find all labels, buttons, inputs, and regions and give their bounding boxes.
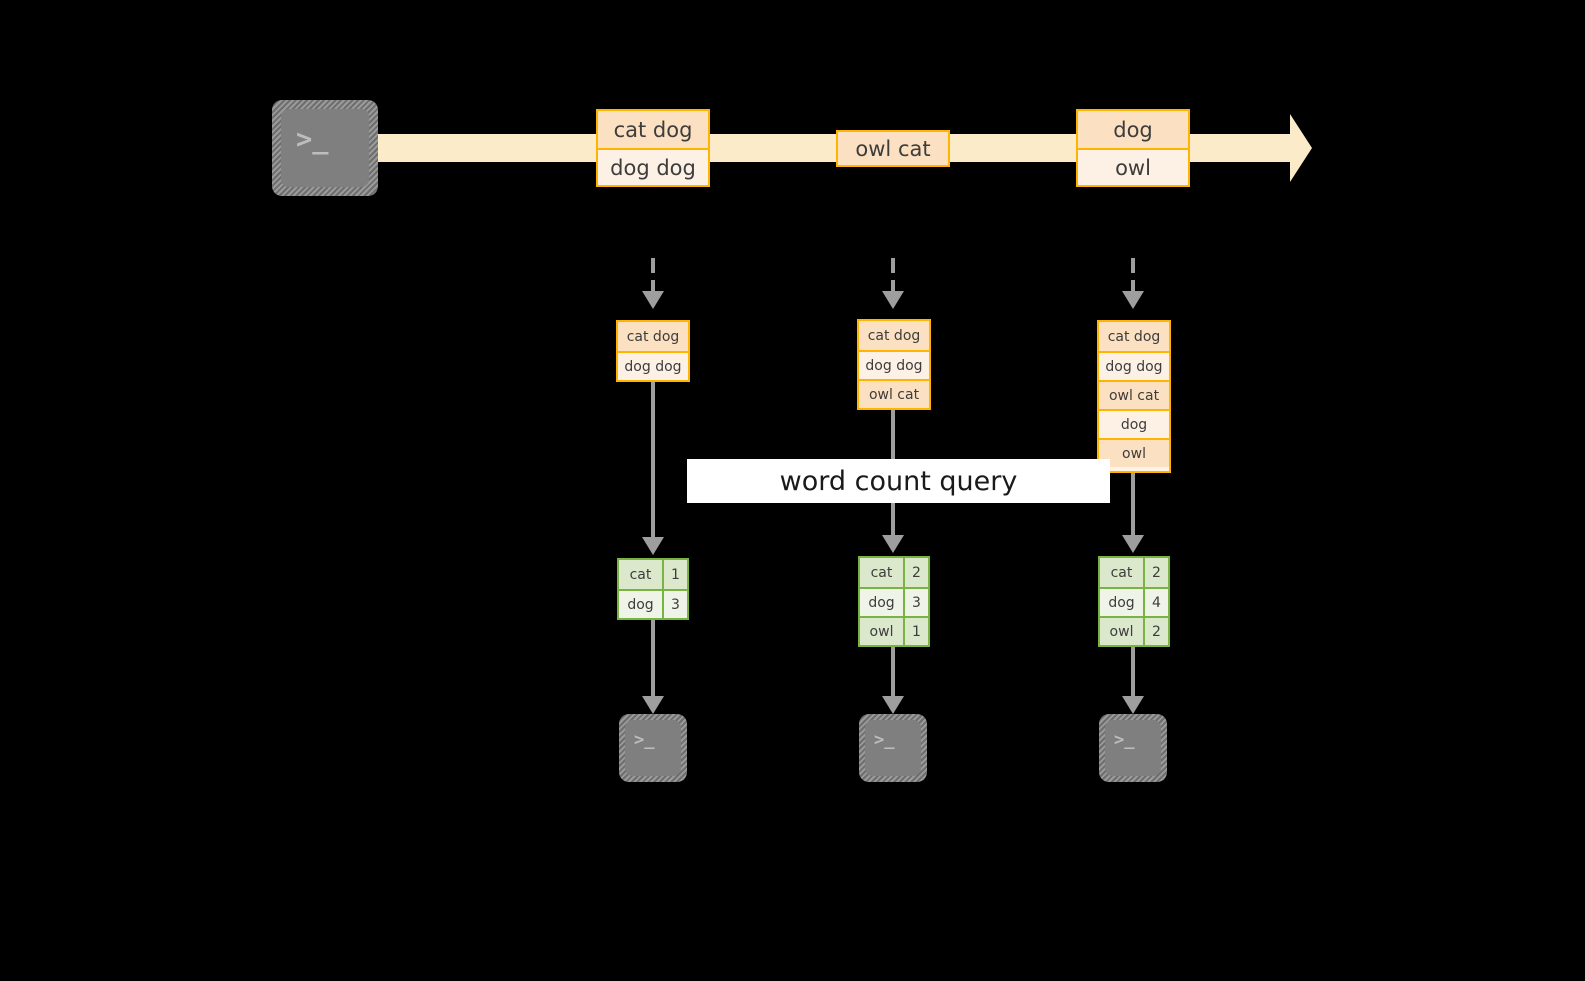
terminal-screen [625,720,681,776]
stream-record: dog dog [598,148,708,185]
result-word: owl [1100,618,1145,645]
dashed-down-arrow-icon [1131,258,1135,298]
accumulated-record: cat dog [859,321,929,350]
stream-record: cat dog [598,111,708,148]
accumulated-records-1: cat dog dog dog [616,320,690,382]
result-count: 2 [1145,618,1168,645]
sink-terminal-icon-1: >_ [619,714,687,782]
sink-arrow-1 [651,620,655,696]
result-row: owl 2 [1100,616,1168,645]
query-arrow-head-1-icon [642,537,664,555]
accumulated-record: cat dog [618,322,688,351]
accumulated-records-3: cat dog dog dog owl cat dog owl [1097,320,1171,473]
result-count: 4 [1145,589,1168,616]
query-arrow-3 [1131,473,1135,535]
accumulated-record: dog [1099,409,1169,438]
source-terminal-icon: >_ [272,100,378,196]
query-arrow-head-3-icon [1122,535,1144,553]
right-arrow-icon [1290,114,1312,182]
accumulated-record: owl cat [859,379,929,408]
dashed-down-arrow-icon [651,258,655,298]
result-row: dog 4 [1100,587,1168,616]
stream-batch-2: owl cat [836,130,950,167]
result-table-1: cat 1 dog 3 [617,558,689,620]
result-word: cat [619,560,664,589]
result-row: cat 1 [619,560,687,589]
terminal-prompt-glyph: >_ [1114,730,1135,750]
query-arrow-head-2-icon [882,535,904,553]
accumulated-record: owl [1099,438,1169,467]
result-count: 3 [664,591,687,618]
terminal-prompt-glyph: >_ [296,124,329,155]
result-row: owl 1 [860,616,928,645]
stream-record: dog [1078,111,1188,148]
result-word: cat [1100,558,1145,587]
accumulated-record: cat dog [1099,322,1169,351]
sink-terminal-icon-3: >_ [1099,714,1167,782]
dashed-down-arrow-head-icon [642,291,664,309]
terminal-prompt-glyph: >_ [874,730,895,750]
result-row: dog 3 [619,589,687,618]
sink-terminal-icon-2: >_ [859,714,927,782]
query-label: word count query [687,459,1110,503]
stream-batch-1: cat dog dog dog [596,109,710,187]
accumulated-records-2: cat dog dog dog owl cat [857,319,931,410]
result-count: 3 [905,589,928,616]
terminal-screen [1105,720,1161,776]
terminal-screen [865,720,921,776]
stream-record: owl [1078,148,1188,185]
result-count: 1 [905,618,928,645]
stream-batch-3: dog owl [1076,109,1190,187]
sink-arrow-head-1-icon [642,696,664,714]
dashed-down-arrow-head-icon [882,291,904,309]
result-word: dog [1100,589,1145,616]
sink-arrow-head-3-icon [1122,696,1144,714]
sink-arrow-2 [891,647,895,696]
result-word: owl [860,618,905,645]
accumulated-record: dog dog [859,350,929,379]
result-count: 2 [1145,558,1168,587]
result-count: 1 [664,560,687,589]
result-count: 2 [905,558,928,587]
sink-arrow-head-2-icon [882,696,904,714]
result-word: cat [860,558,905,587]
dashed-down-arrow-head-icon [1122,291,1144,309]
result-row: cat 2 [860,558,928,587]
result-row: dog 3 [860,587,928,616]
dashed-down-arrow-icon [891,258,895,298]
stream-record: owl cat [838,132,948,165]
terminal-prompt-glyph: >_ [634,730,655,750]
accumulated-record: dog dog [618,351,688,380]
query-arrow-1 [651,382,655,537]
result-table-3: cat 2 dog 4 owl 2 [1098,556,1170,647]
result-word: dog [619,591,664,618]
result-row: cat 2 [1100,558,1168,587]
sink-arrow-3 [1131,647,1135,696]
accumulated-record: owl cat [1099,380,1169,409]
result-word: dog [860,589,905,616]
terminal-screen [281,109,369,187]
result-table-2: cat 2 dog 3 owl 1 [858,556,930,647]
accumulated-record: dog dog [1099,351,1169,380]
